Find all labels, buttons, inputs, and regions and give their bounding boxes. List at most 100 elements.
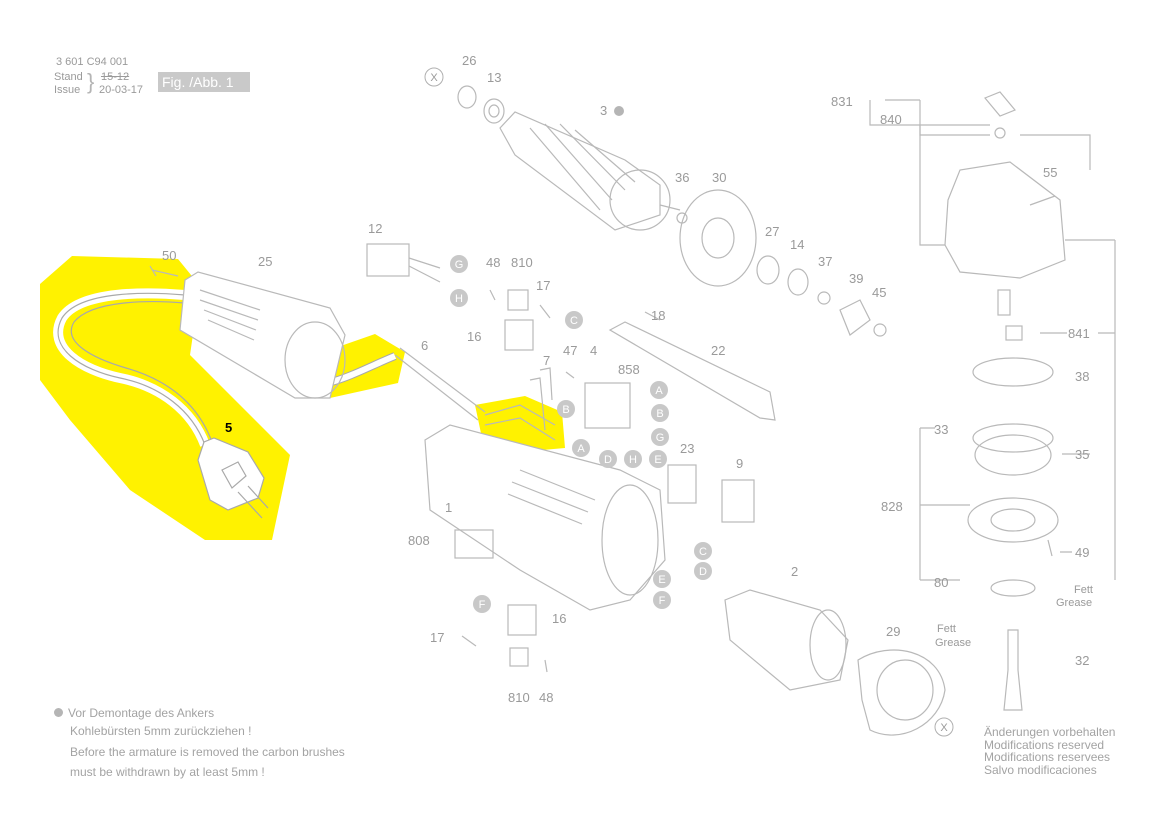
- label-27: 27: [765, 224, 779, 239]
- label-80: 80: [934, 575, 948, 590]
- letter-g-2: G: [656, 432, 665, 444]
- screw-lower-part-48: [544, 659, 548, 673]
- label-36: 36: [675, 170, 689, 185]
- document-number: 3 601 C94 001: [56, 56, 129, 68]
- field-part-2: [724, 589, 849, 691]
- label-26: 26: [462, 53, 476, 68]
- letter-g-1: G: [455, 259, 464, 271]
- fett-right: Fett: [1074, 584, 1093, 596]
- bullet-icon: [54, 708, 63, 717]
- label-808: 808: [408, 533, 430, 548]
- mod-de: Änderungen vorbehalten: [984, 725, 1116, 739]
- letter-b-1: B: [562, 404, 569, 416]
- label-47: 47: [563, 343, 577, 358]
- label-29: 29: [886, 624, 900, 639]
- gear-part-38: [972, 357, 1054, 387]
- label-33: 33: [934, 422, 948, 437]
- screw-part-47: [565, 371, 575, 379]
- label-828: 828: [881, 499, 903, 514]
- spring-part-18: [644, 311, 661, 321]
- footnote-line-1-text: Vor Demontage des Ankers: [68, 706, 215, 720]
- pinion-part-39: [839, 299, 871, 336]
- spring-lower-part-17: [461, 635, 477, 647]
- bearing-part-26: [457, 85, 477, 109]
- label-16: 16: [467, 329, 481, 344]
- washer-part-80: [990, 579, 1036, 597]
- armature-part-3: [499, 111, 681, 231]
- mod-en: Modifications reserved: [984, 737, 1105, 752]
- label-48: 48: [486, 255, 500, 270]
- label-6: 6: [421, 338, 428, 353]
- footnote-line-2: Kohlebürsten 5mm zurückziehen !: [70, 724, 252, 738]
- switch-part-12: [366, 243, 441, 283]
- label-35: 35: [1075, 447, 1089, 462]
- label-3: 3: [600, 103, 607, 118]
- label-18: 18: [651, 308, 665, 323]
- label-45: 45: [872, 285, 886, 300]
- label-2: 2: [791, 564, 798, 579]
- label-part-808: [454, 529, 494, 559]
- letter-x-2: X: [940, 722, 948, 734]
- washer-part-36: [676, 212, 688, 224]
- header-brace: }: [87, 69, 95, 94]
- label-38: 38: [1075, 369, 1089, 384]
- letter-a-1: A: [655, 385, 663, 397]
- rear-housing-part-25: [179, 271, 346, 399]
- label-39: 39: [849, 271, 863, 286]
- letter-c-1: C: [570, 315, 578, 327]
- screw-part-50: [149, 265, 179, 277]
- label-55: 55: [1043, 165, 1057, 180]
- label-50: 50: [162, 248, 176, 263]
- armature-note-dot: [614, 106, 624, 116]
- modifications-notice: Änderungen vorbehalten Modifications res…: [984, 726, 1115, 776]
- label-810: 810: [511, 255, 533, 270]
- gear-head-part-831: [944, 91, 1066, 316]
- footnote-line-1: Vor Demontage des Ankers: [54, 705, 214, 721]
- part-841: [1005, 325, 1023, 341]
- label-14: 14: [790, 237, 804, 252]
- screw-part-55: [1029, 195, 1056, 206]
- mod-es: Salvo modificaciones: [984, 762, 1097, 777]
- label-part-9: [721, 479, 755, 523]
- x-markers: X X: [424, 67, 954, 737]
- stand-label: Stand: [54, 71, 83, 83]
- footnote-line-3: Before the armature is removed the carbo…: [70, 745, 345, 759]
- connector-letters: G H C A B B G A D H E C D E F F: [450, 255, 712, 613]
- issue-value: 20-03-17: [99, 84, 144, 96]
- letter-e-2: E: [658, 574, 665, 586]
- label-841: 841: [1068, 326, 1090, 341]
- grease-right: Grease: [1056, 597, 1092, 609]
- grease-left: Grease: [935, 637, 971, 649]
- label-49: 49: [1075, 545, 1089, 560]
- screw-part-49: [1047, 539, 1053, 557]
- carbon-brush-lower-part-810: [509, 647, 529, 667]
- letter-c-2: C: [699, 546, 707, 558]
- bearing-part-13: [483, 98, 505, 124]
- letter-x-1: X: [430, 72, 438, 84]
- label-4: 4: [590, 343, 597, 358]
- label-12: 12: [368, 221, 382, 236]
- ring-part-33: [972, 423, 1054, 453]
- mod-fr: Modifications reservees: [984, 750, 1111, 764]
- letter-b-2: B: [656, 408, 663, 420]
- letter-h-2: H: [629, 454, 637, 466]
- letter-f-2: F: [479, 599, 486, 611]
- fan-part-30: [679, 189, 757, 287]
- label-810-lower: 810: [508, 690, 530, 705]
- label-32: 32: [1075, 653, 1089, 668]
- footnote-line-4: must be withdrawn by at least 5mm !: [70, 765, 265, 779]
- label-5: 5: [225, 420, 232, 435]
- seal-part-35: [974, 434, 1052, 476]
- guard-part-29: [857, 649, 946, 736]
- switch-plate-part-23: [667, 464, 697, 504]
- power-cord-part-5: [53, 288, 269, 519]
- ring-part-27: [756, 255, 780, 285]
- washer-part-37: [817, 291, 831, 305]
- electronic-module-part-4: [584, 382, 631, 429]
- label-831: 831: [831, 94, 853, 109]
- issue-label: Issue: [54, 84, 81, 96]
- label-22: 22: [711, 343, 725, 358]
- label-25: 25: [258, 254, 272, 269]
- label-9: 9: [736, 456, 743, 471]
